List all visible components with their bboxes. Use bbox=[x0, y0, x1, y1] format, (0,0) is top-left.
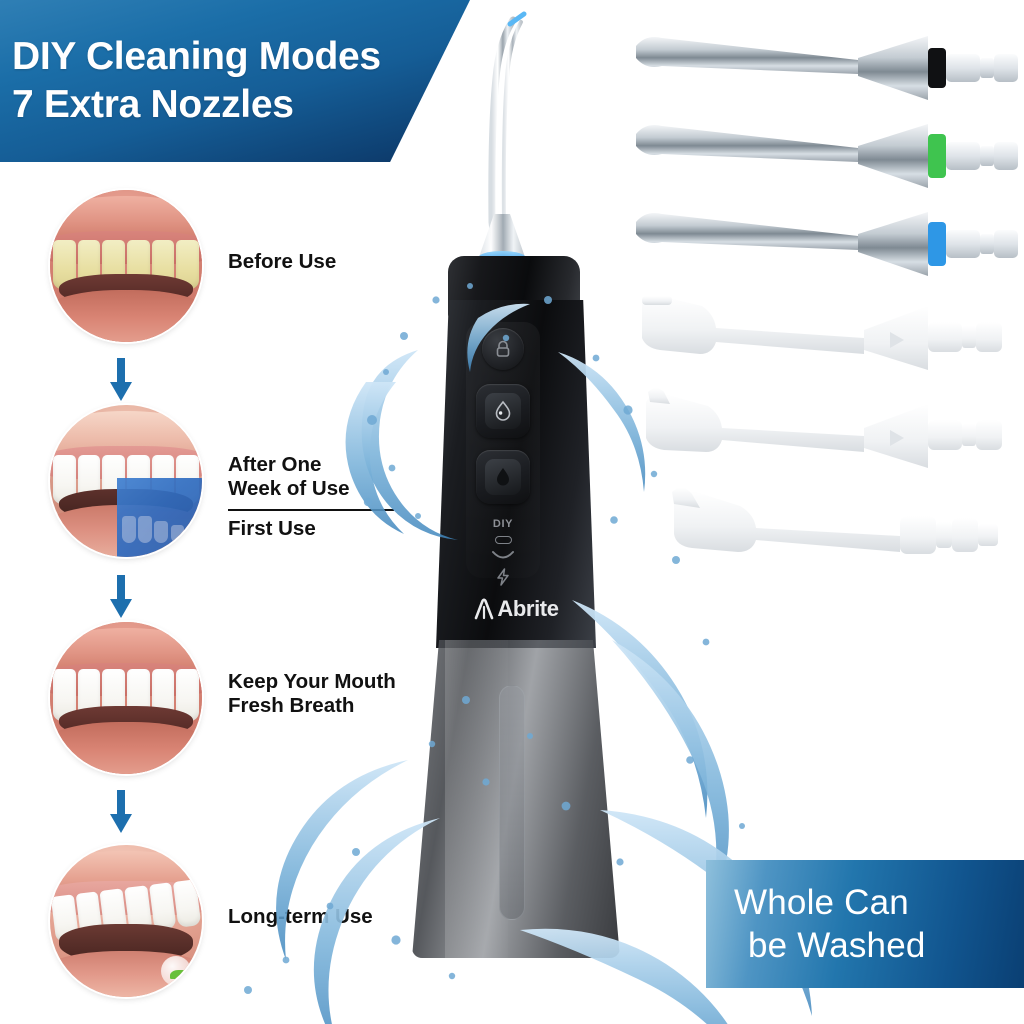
nozzle-set bbox=[628, 24, 1024, 584]
result-label-before-use: Before Use bbox=[228, 250, 337, 273]
header-line-1: DIY Cleaning Modes bbox=[12, 34, 381, 78]
smile-curve-icon bbox=[492, 551, 514, 559]
whole-can-be-washed-badge: Whole Can be Washed bbox=[706, 860, 1024, 988]
down-arrow-icon-2 bbox=[110, 575, 132, 618]
nozzle-perio-white-svg bbox=[646, 388, 1002, 468]
photo-white-teeth bbox=[50, 622, 202, 774]
nozzle-jet-green-svg bbox=[636, 124, 1018, 188]
nozzle-jet-black bbox=[628, 24, 1024, 112]
tank-level-window bbox=[498, 684, 525, 920]
nozzle-tongue-white bbox=[628, 480, 1024, 568]
badge-line-2: be Washed bbox=[748, 926, 926, 965]
nozzle-ortho-white-svg bbox=[642, 295, 1002, 370]
control-panel: DIY bbox=[466, 322, 540, 586]
diy-label: DIY bbox=[492, 518, 514, 530]
header-banner: DIY Cleaning Modes 7 Extra Nozzles bbox=[0, 0, 470, 162]
green-leaf-accent bbox=[161, 956, 192, 987]
nozzle-tongue-white-svg bbox=[672, 487, 998, 554]
result-label-after-week: After One Week of Use bbox=[228, 453, 350, 501]
photo-bright-smile bbox=[50, 845, 202, 997]
photo-yellow-teeth bbox=[50, 190, 202, 342]
comparison-overlay bbox=[116, 477, 202, 557]
down-arrow-icon-1 bbox=[110, 358, 132, 401]
lightning-bolt-icon bbox=[497, 568, 509, 586]
water-droplet-icon bbox=[497, 468, 509, 486]
result-label-first-use: First Use bbox=[228, 517, 316, 540]
water-tank bbox=[412, 640, 620, 958]
result-label-fresh-breath: Keep Your Mouth Fresh Breath bbox=[228, 670, 396, 718]
nozzle-jet-blue bbox=[628, 200, 1024, 288]
installed-nozzle bbox=[478, 11, 527, 264]
device-body: DIY Abrite bbox=[436, 300, 596, 648]
brand-logo: Abrite bbox=[436, 596, 596, 622]
abrite-mark-icon bbox=[475, 598, 494, 620]
nozzle-jet-green bbox=[628, 112, 1024, 200]
nozzle-ortho-white bbox=[628, 288, 1024, 376]
down-arrow-icon-3 bbox=[110, 790, 132, 833]
brand-name: Abrite bbox=[497, 596, 559, 621]
power-button[interactable] bbox=[476, 384, 530, 438]
pill-icon bbox=[494, 536, 512, 544]
nozzle-perio-white bbox=[628, 384, 1024, 472]
mode-button[interactable] bbox=[476, 450, 530, 504]
badge-line-1: Whole Can bbox=[734, 882, 909, 922]
label-divider bbox=[228, 509, 394, 511]
lock-icon bbox=[496, 340, 510, 357]
nozzle-jet-blue-svg bbox=[636, 212, 1018, 276]
results-column: Before Use bbox=[50, 190, 430, 1010]
diy-mode-indicators: DIY bbox=[478, 518, 528, 586]
photo-teeth-comparison bbox=[50, 405, 202, 557]
result-label-long-term: Long-term Use bbox=[228, 905, 373, 928]
power-droplet-icon bbox=[495, 400, 511, 421]
nozzle-jet-black-svg bbox=[636, 36, 1018, 100]
header-line-2: 7 Extra Nozzles bbox=[12, 83, 294, 126]
lock-button[interactable] bbox=[482, 328, 524, 370]
